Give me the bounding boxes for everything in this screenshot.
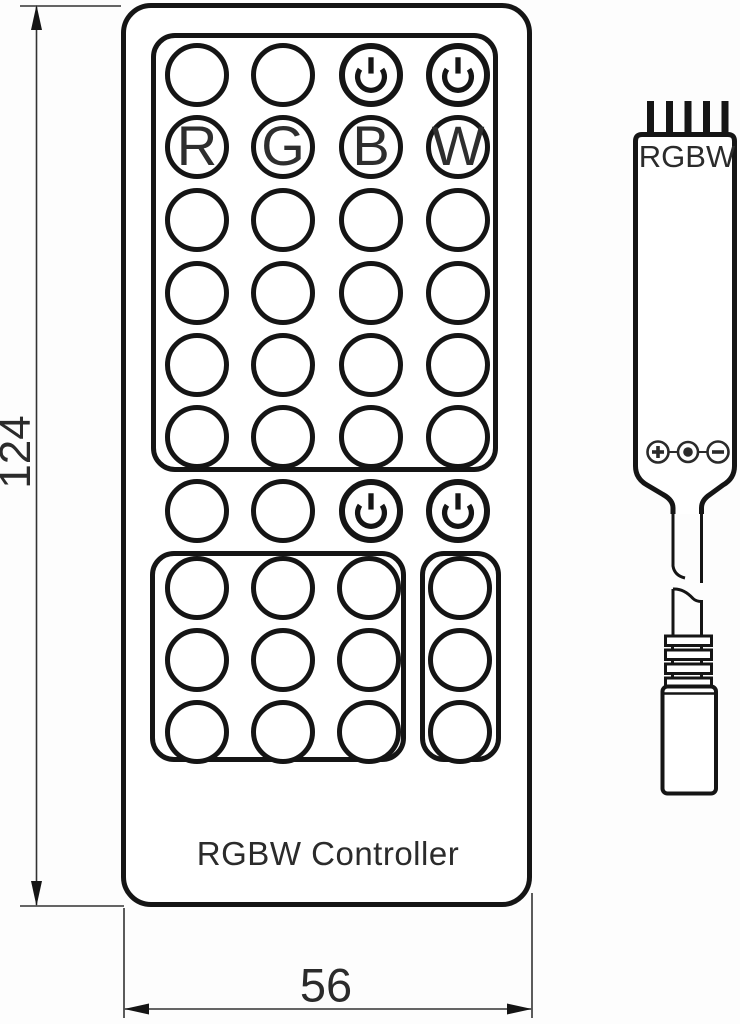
blank-button	[426, 333, 490, 397]
power-icon	[441, 493, 475, 529]
blank-button	[251, 188, 315, 252]
blank-button	[251, 405, 315, 469]
controller-label: RGBW	[638, 139, 736, 174]
cable-with-break	[671, 512, 703, 640]
remote-caption: RGBW Controller	[196, 835, 460, 872]
blank-button	[337, 628, 401, 692]
plug-barrel	[660, 684, 718, 796]
blank-button	[426, 188, 490, 252]
blank-button	[165, 261, 229, 325]
power-button	[426, 479, 490, 543]
strain-relief-ribs	[664, 634, 713, 690]
connector-pin	[684, 101, 692, 137]
blank-button	[428, 700, 492, 764]
power-icon	[441, 57, 475, 93]
width-dimension-label: 56	[299, 958, 353, 1012]
blank-button	[165, 700, 229, 764]
terminal-plus-screw-icon	[646, 440, 670, 464]
arrow-down-icon	[31, 881, 42, 906]
blank-button	[251, 479, 315, 543]
blank-button	[251, 556, 315, 620]
power-button	[426, 43, 490, 107]
rib	[664, 634, 713, 647]
blank-button	[165, 43, 229, 107]
blank-button	[428, 628, 492, 692]
blank-button	[165, 628, 229, 692]
connector-pins	[647, 101, 729, 137]
connector-pin	[703, 101, 710, 137]
blank-button	[165, 188, 229, 252]
rib	[664, 648, 713, 661]
controller-body	[633, 132, 737, 514]
controller-unit	[633, 101, 737, 796]
terminal-row	[646, 440, 730, 464]
green-button: G	[251, 115, 315, 179]
connector-pin	[721, 101, 729, 137]
white-button: W	[426, 115, 490, 179]
power-button	[339, 479, 403, 543]
blank-button	[165, 556, 229, 620]
blank-button	[426, 405, 490, 469]
power-button	[339, 43, 403, 107]
blank-button	[251, 333, 315, 397]
red-button: R	[165, 115, 229, 179]
rib	[664, 662, 713, 675]
blank-button	[339, 333, 403, 397]
blank-button	[339, 405, 403, 469]
cable-upper-left	[671, 512, 686, 580]
blue-button: B	[339, 115, 403, 179]
terminal-minus-screw-icon	[706, 440, 730, 464]
blank-button	[337, 700, 401, 764]
connector-pin	[666, 101, 673, 137]
blank-button	[251, 628, 315, 692]
power-icon	[354, 493, 388, 529]
cable-break-icon	[672, 587, 703, 640]
height-dimension-label: 124	[0, 415, 40, 489]
power-icon	[354, 57, 388, 93]
blank-button	[165, 479, 229, 543]
blank-button	[428, 556, 492, 620]
blank-button	[251, 43, 315, 107]
blank-button	[426, 261, 490, 325]
blank-button	[339, 261, 403, 325]
width-dimension	[123, 893, 533, 1018]
arrow-up-icon	[31, 5, 42, 30]
arrow-left-icon	[124, 1003, 149, 1015]
connector-pin	[647, 101, 654, 137]
blank-button	[165, 333, 229, 397]
blank-button	[165, 405, 229, 469]
terminal-dot-icon	[676, 440, 700, 464]
blank-button	[251, 700, 315, 764]
blank-button	[251, 261, 315, 325]
arrow-right-icon	[507, 1003, 532, 1015]
blank-button	[337, 556, 401, 620]
blank-button	[339, 188, 403, 252]
height-dimension	[20, 5, 124, 907]
top-button-panel	[151, 33, 498, 472]
